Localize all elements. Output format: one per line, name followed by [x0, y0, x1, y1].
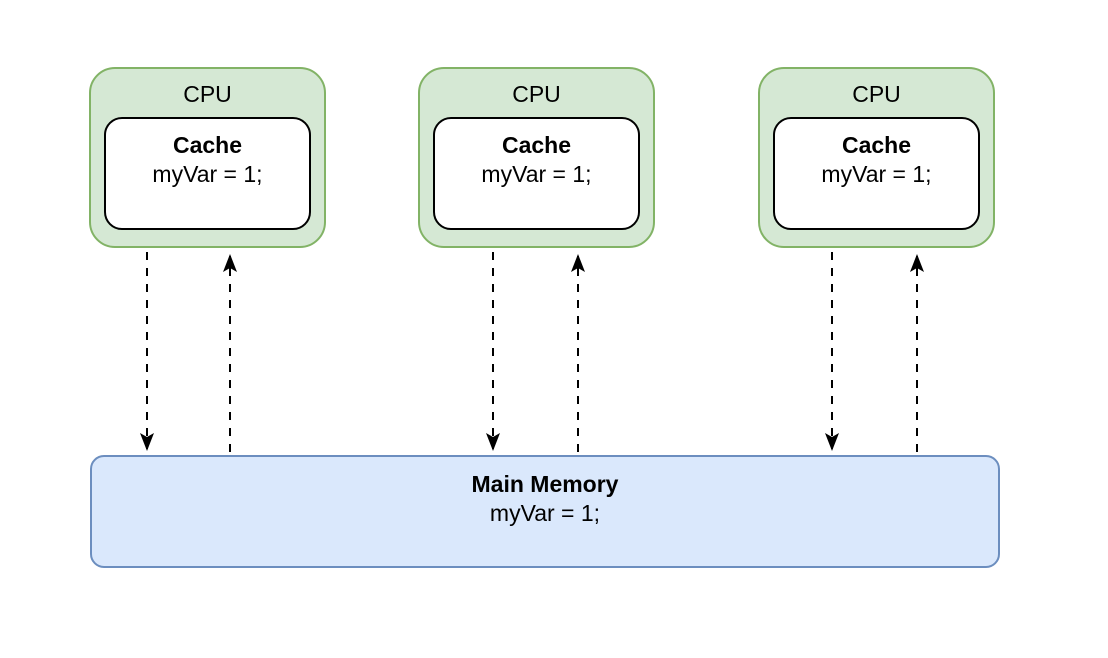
main-memory-box: Main Memory myVar = 1;: [90, 455, 1000, 568]
cpu-label: CPU: [852, 81, 901, 107]
cache-variable-value: myVar = 1;: [821, 161, 932, 187]
cache-variable-value: myVar = 1;: [481, 161, 592, 187]
main-memory-variable-value: myVar = 1;: [489, 500, 601, 526]
cache-box: Cache myVar = 1;: [773, 117, 980, 230]
cpu-label: CPU: [512, 81, 561, 107]
cache-box: Cache myVar = 1;: [104, 117, 311, 230]
cpu-box-1: CPU Cache myVar = 1;: [89, 67, 326, 248]
cache-label: Cache: [841, 132, 912, 158]
main-memory-label: Main Memory: [471, 471, 619, 497]
cache-label: Cache: [501, 132, 572, 158]
cpu-box-3: CPU Cache myVar = 1;: [758, 67, 995, 248]
cache-label: Cache: [172, 132, 243, 158]
cache-variable-value: myVar = 1;: [152, 161, 263, 187]
cpu-label: CPU: [183, 81, 232, 107]
cache-box: Cache myVar = 1;: [433, 117, 640, 230]
cpu-box-2: CPU Cache myVar = 1;: [418, 67, 655, 248]
